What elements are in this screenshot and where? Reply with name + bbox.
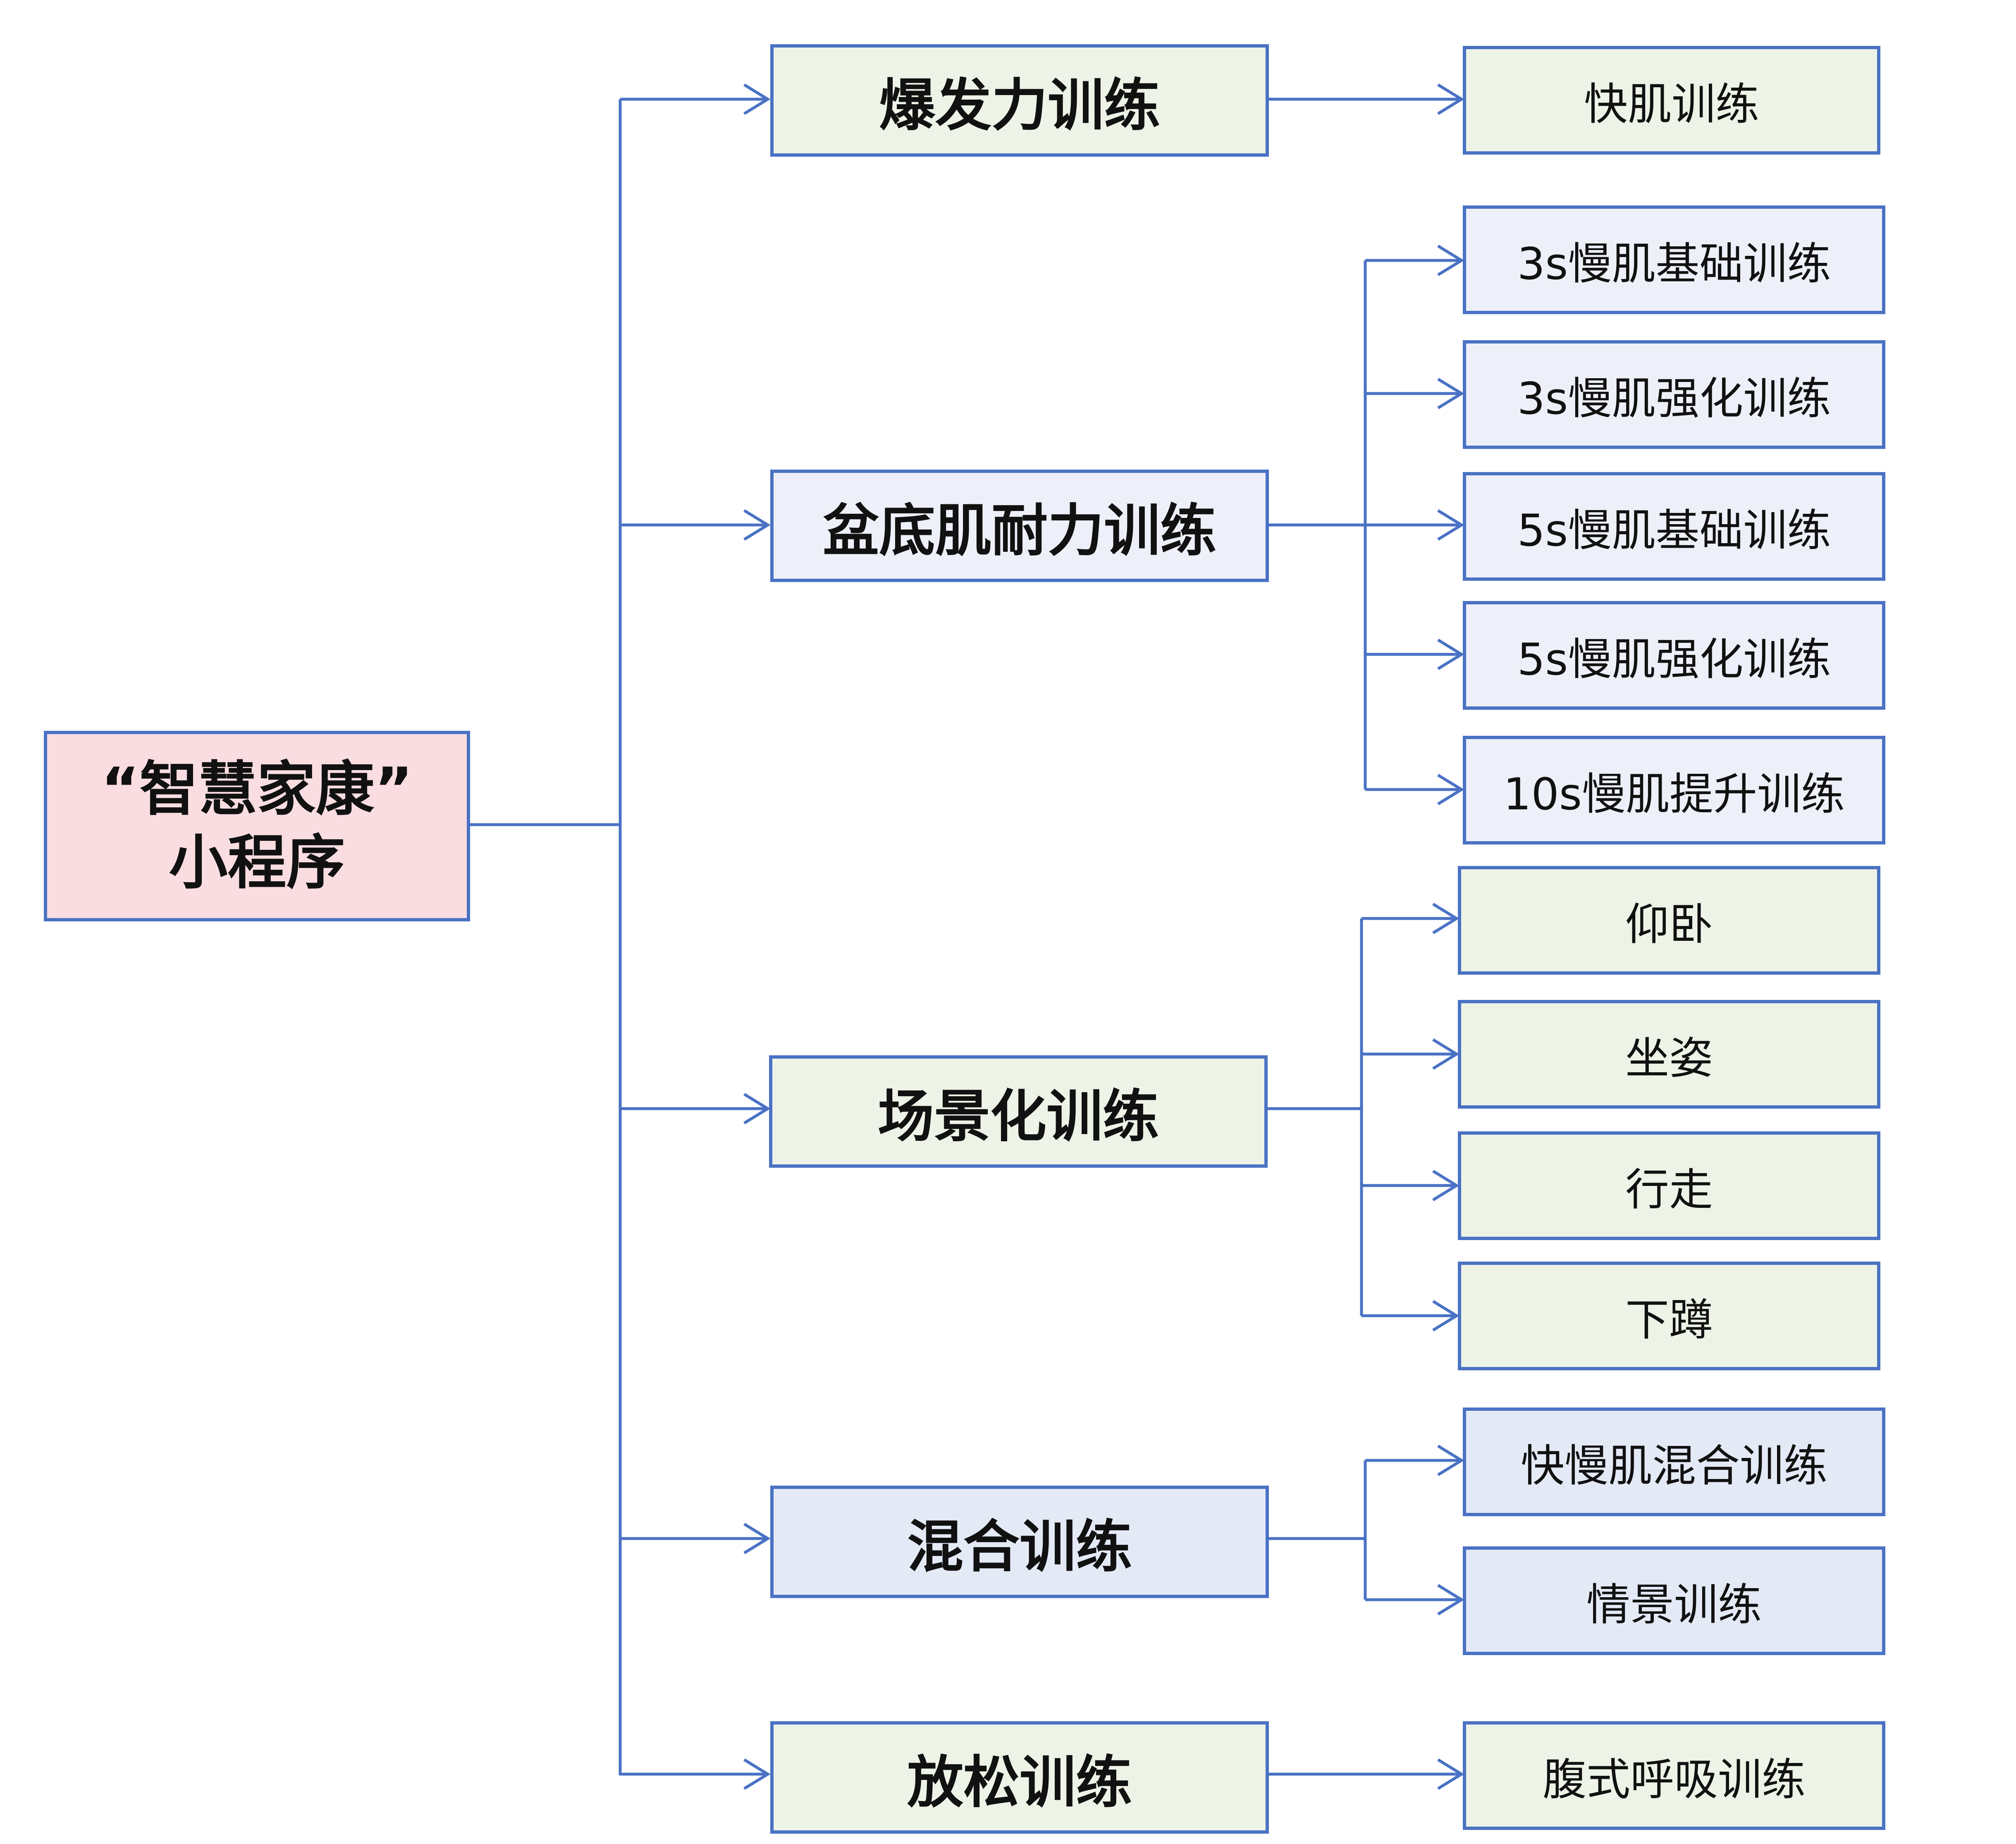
connector-leaf-5s-basic [1365, 509, 1464, 541]
root-title-line1: “智慧家康” [101, 755, 413, 823]
leaf-sitting: 坐姿 [1458, 1000, 1880, 1109]
leaf-5s-strength: 5s慢肌强化训练 [1463, 601, 1885, 710]
connector-leaf-5s-strong [1365, 639, 1464, 670]
leaf-3s-basic: 3s慢肌基础训练 [1463, 205, 1885, 314]
connector-leaf-walking [1362, 1170, 1459, 1201]
leaf-5s-basic: 5s慢肌基础训练 [1463, 472, 1885, 581]
connector-leaf-fast [1266, 83, 1464, 115]
connector-leaf-10s [1365, 774, 1464, 805]
leaf-mixed-twitch: 快慢肌混合训练 [1463, 1407, 1885, 1516]
connector-leaf-situational [1365, 1584, 1464, 1615]
root-node: “智慧家康” 小程序 [44, 731, 470, 921]
category-scenario: 场景化训练 [769, 1055, 1268, 1168]
connector-leaf-squat [1362, 1300, 1459, 1331]
connector-cat-relax [620, 1758, 771, 1790]
connector-cat-explosive [620, 83, 771, 115]
connector-branch-endurance [1266, 260, 1367, 790]
category-explosive: 爆发力训练 [770, 44, 1269, 157]
connector-leaf-supine [1362, 903, 1459, 934]
connector-branch-mixed [1266, 1460, 1367, 1600]
leaf-walking: 行走 [1458, 1131, 1880, 1240]
connector-leaf-3s-strong [1365, 378, 1464, 409]
leaf-squat: 下蹲 [1458, 1262, 1880, 1370]
connector-leaf-3s-basic [1365, 245, 1464, 276]
connector-branch-scenario [1266, 918, 1363, 1316]
connector-leaf-breathing [1266, 1758, 1464, 1790]
category-relax: 放松训练 [770, 1721, 1269, 1834]
root-title-line2: 小程序 [169, 828, 345, 897]
leaf-situational: 情景训练 [1463, 1546, 1885, 1655]
leaf-abdominal-breathing: 腹式呼吸训练 [1463, 1721, 1885, 1830]
category-mixed: 混合训练 [770, 1486, 1269, 1598]
connector-cat-endurance [620, 509, 771, 541]
leaf-supine: 仰卧 [1458, 866, 1880, 975]
leaf-3s-strength: 3s慢肌强化训练 [1463, 340, 1885, 449]
category-endurance: 盆底肌耐力训练 [770, 470, 1269, 582]
connector-cat-mixed [620, 1523, 771, 1554]
connector-leaf-mixed [1365, 1445, 1464, 1476]
connector-cat-scenario [620, 1093, 771, 1124]
leaf-10s-boost: 10s慢肌提升训练 [1463, 736, 1885, 844]
leaf-fast-twitch: 快肌训练 [1463, 46, 1880, 155]
connector-leaf-sitting [1362, 1038, 1459, 1070]
